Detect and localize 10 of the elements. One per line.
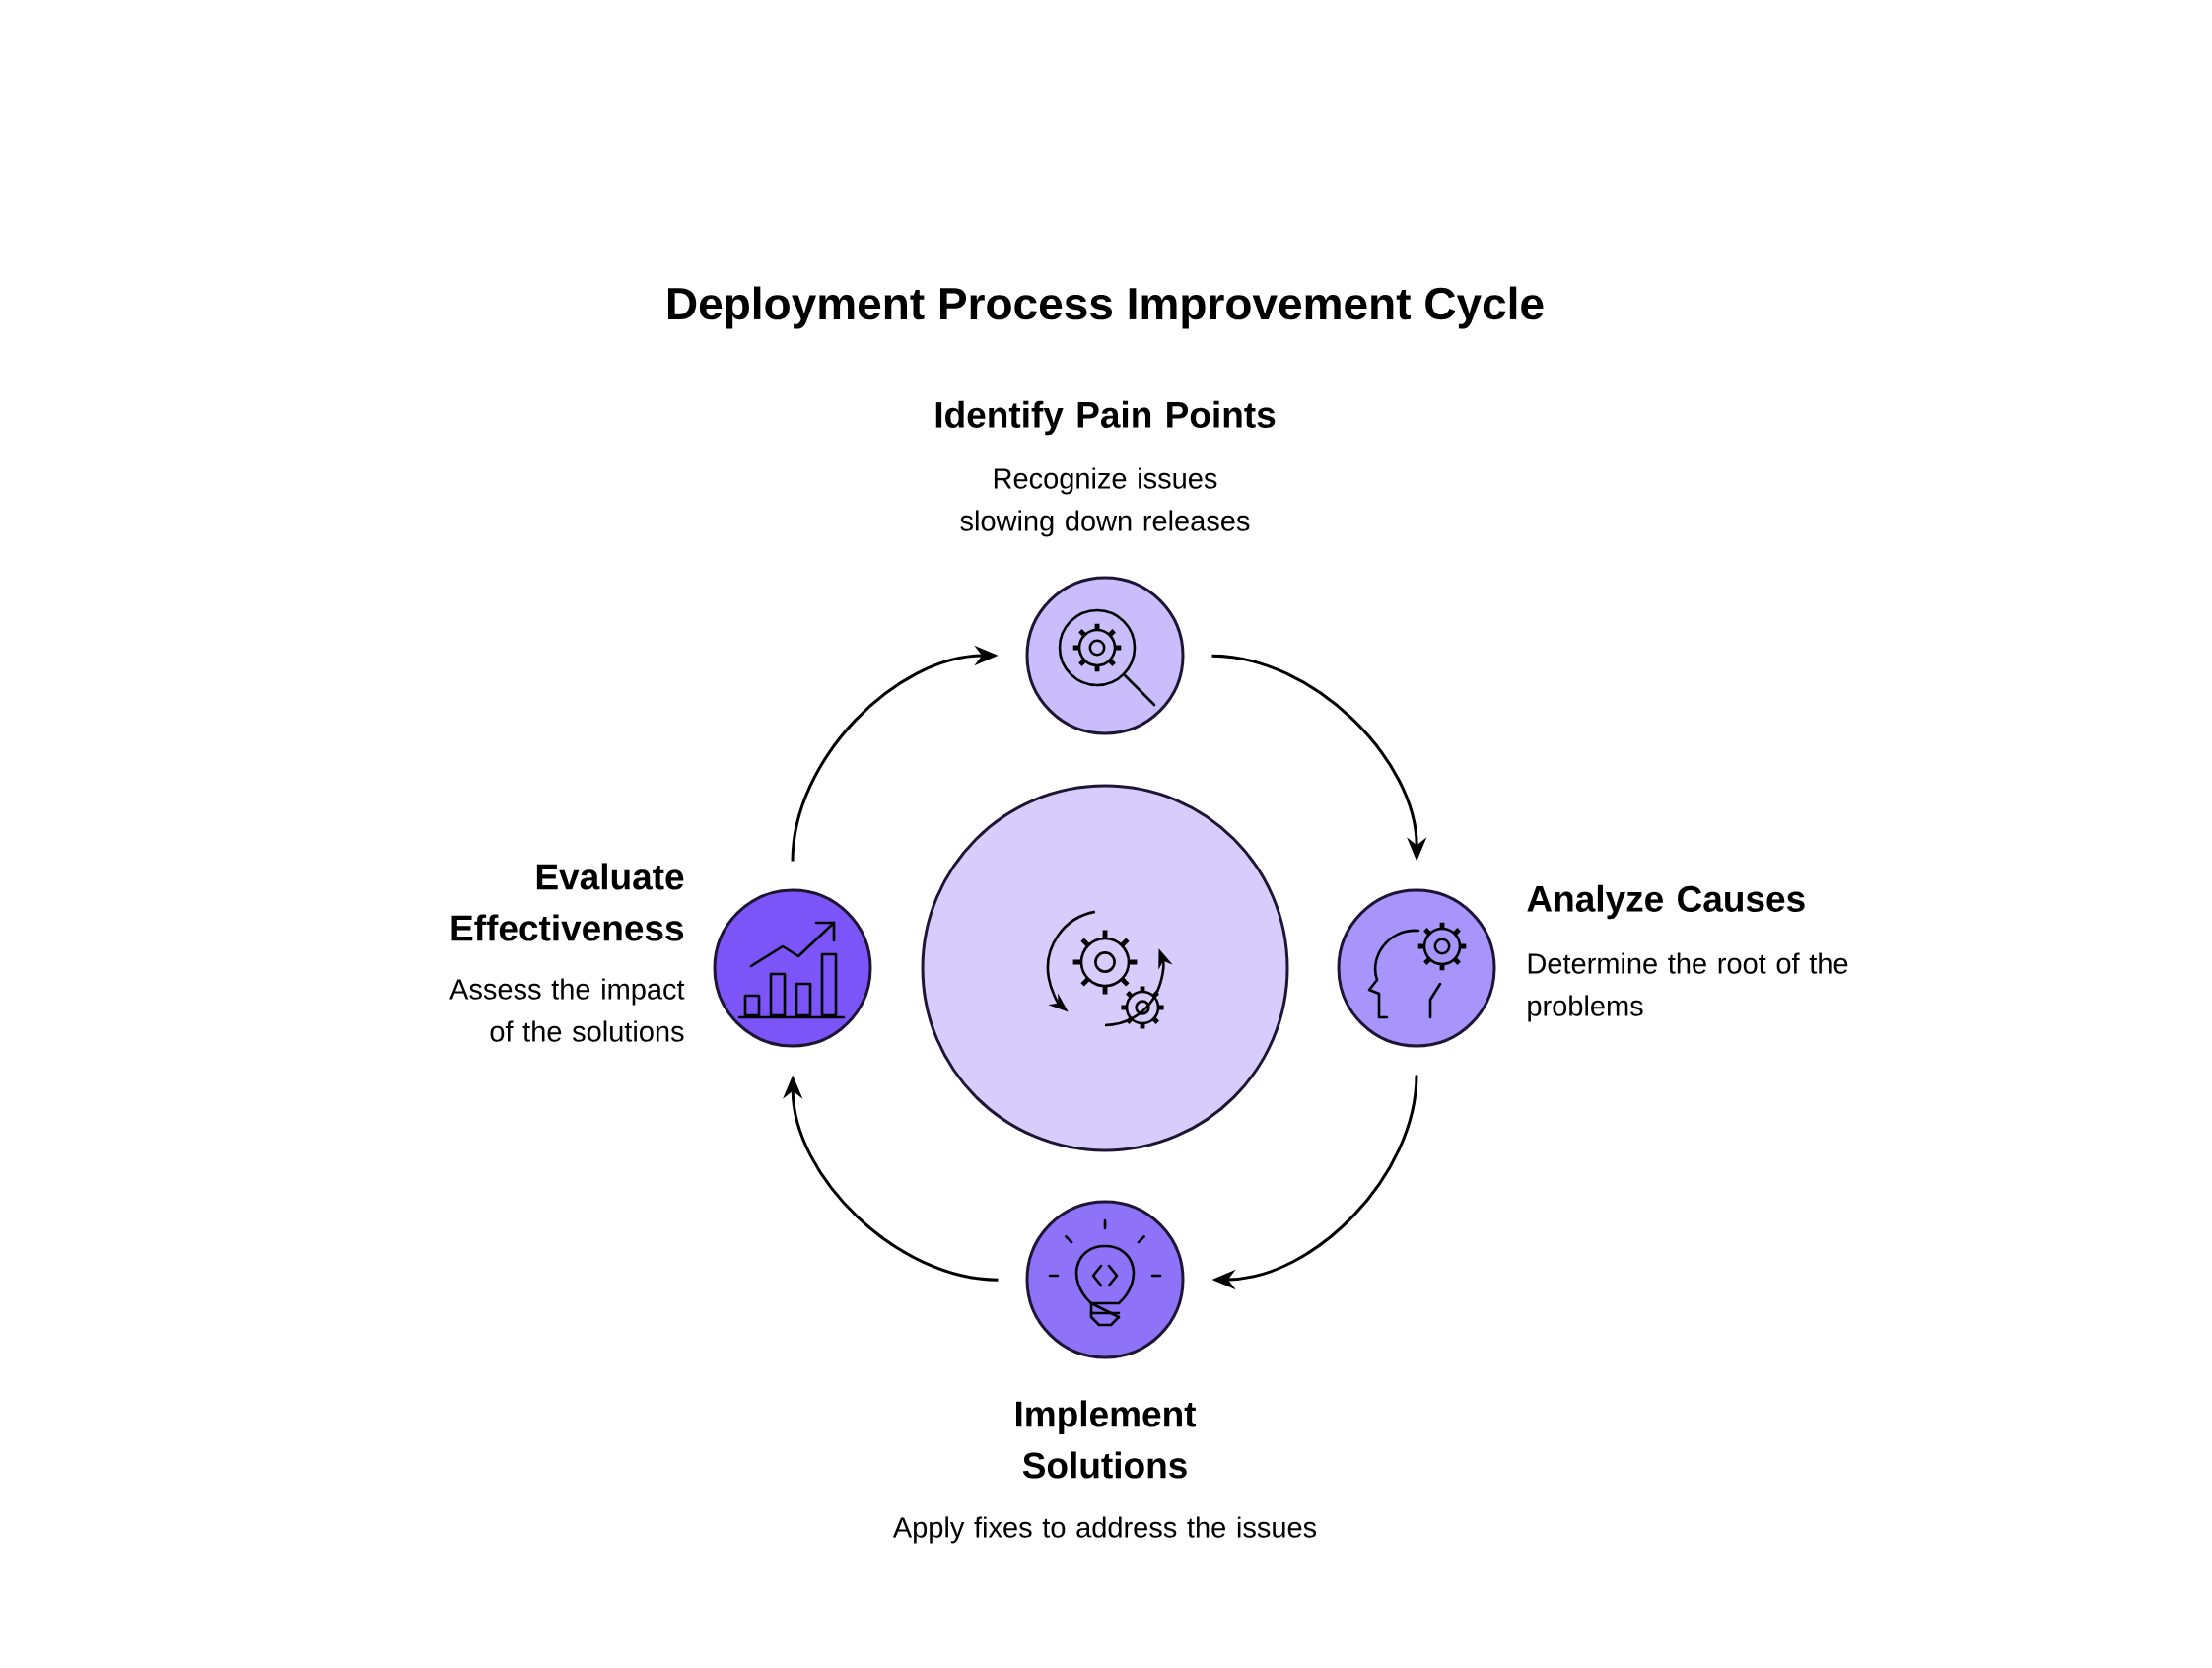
- step-circle: [921, 784, 1289, 1152]
- step-description: Determine the root of the problems: [1528, 952, 1848, 1022]
- step-description: Apply fixes to address the issues: [892, 1516, 1317, 1544]
- step-description: Recognize issues slowing down releases: [960, 467, 1250, 537]
- step-heading: Implement Solutions: [1015, 1400, 1197, 1479]
- step-heading: Identify Pain Points: [935, 400, 1276, 436]
- title: Deployment Process Improvement Cycle: [668, 286, 1544, 329]
- step-heading: Analyze Causes: [1527, 884, 1805, 920]
- step-description: Assess the impact of the solutions: [449, 978, 685, 1042]
- step-heading: Evaluate Effectiveness: [451, 863, 684, 941]
